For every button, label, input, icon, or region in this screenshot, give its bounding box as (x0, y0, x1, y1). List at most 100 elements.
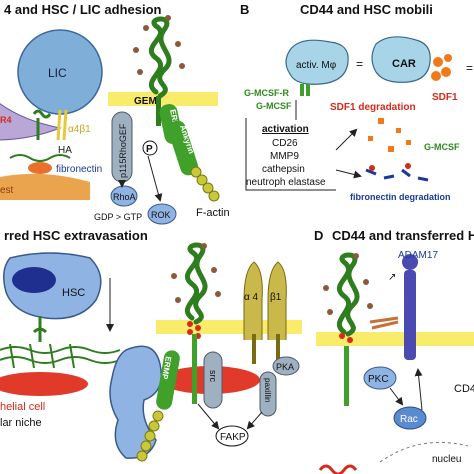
panel-b-letter: B (240, 2, 249, 17)
panel-c: rred HSC extravasation HSC helial cell l… (0, 228, 302, 462)
sdf1-degradation-label: SDF1 degradation (330, 102, 416, 113)
activation-bracket (245, 118, 336, 191)
endothelial-cell-left (0, 372, 88, 396)
rok-node (147, 203, 177, 225)
fak-node (215, 425, 249, 447)
fibronectin-blob (28, 162, 52, 174)
panel-c-title: rred HSC extravasation (4, 228, 148, 243)
panel-b-title: CD44 and HSC mobili (300, 2, 433, 17)
arrow-rac-adam17 (414, 368, 423, 411)
est-label: est (0, 185, 14, 196)
panel-d-letter: D (314, 228, 323, 243)
arrow-to-fibronectin-degr (335, 169, 362, 179)
alpha4-label: α 4 (244, 292, 259, 303)
src-protein (203, 351, 223, 409)
cd4-label: CD4 (454, 383, 474, 395)
cathepsin-label: cathepsin (262, 164, 305, 175)
ha-network (0, 343, 121, 369)
hsc-label: HSC (62, 287, 85, 299)
adam17-head (402, 254, 418, 270)
cd26-label: CD26 (272, 138, 298, 149)
mmp9-label: MMP9 (270, 151, 299, 162)
endothelial-label: helial cell (0, 401, 45, 413)
adam17-label: ADAM17 (398, 250, 438, 261)
block-symbol-2: = (466, 61, 473, 75)
arrow-p-rok (147, 155, 163, 202)
sdf1-label: SDF1 (432, 92, 458, 103)
nucleus-label: nucleu (432, 454, 461, 465)
cd44-ectodomain-c (184, 242, 208, 325)
panel-d-title: CD44 and transferred H (332, 228, 474, 243)
erm-protein-c (156, 350, 180, 410)
cd44-tm-a (156, 96, 161, 126)
sdf1-molecules (431, 54, 452, 81)
p-label: P (146, 144, 153, 155)
arrow-paxillin-fak (246, 411, 263, 430)
cd44-ectodomain-a (148, 16, 172, 99)
lipid-membrane-a (108, 92, 218, 106)
rok-label: ROK (151, 210, 171, 220)
alpha4-tail (252, 334, 256, 364)
cd44-tuft (32, 316, 48, 342)
erm-label-c: ERMP (160, 356, 173, 381)
gem-label: GEM (134, 96, 157, 107)
panel-a-title: 4 and HSC / LIC adhesion (4, 2, 162, 17)
rac-label: Rac (400, 414, 418, 425)
glycan-beads-a (133, 15, 185, 75)
macrophage-cell (285, 39, 349, 85)
alpha4-subunit (243, 261, 263, 340)
gmcsf-receptor (300, 84, 310, 96)
fak-label: FAKP (220, 432, 246, 443)
cleaved-fragment (369, 316, 399, 330)
rac-node (393, 406, 427, 430)
beta1-tail (276, 334, 280, 364)
arrow-to-sdf1-degr (335, 128, 358, 151)
pkc-label: PKC (368, 374, 389, 385)
alpha4beta1-label: α4β1 (68, 124, 91, 135)
fibronectin-label: fibronectin (56, 164, 102, 175)
gmcsf-right-label: G-MCSF (424, 142, 460, 152)
niche-label: lar niche (0, 417, 42, 429)
car-label: CAR (392, 58, 416, 70)
phospho-p (142, 140, 158, 156)
lic-label: LIC (48, 66, 67, 80)
lipid-membrane-d (316, 332, 474, 346)
pka-node (272, 356, 300, 376)
pka-label: PKA (276, 362, 294, 372)
gmcsf-label: G-MCSF (256, 101, 292, 111)
ha-label: HA (58, 145, 72, 156)
integrin-icon (56, 109, 68, 141)
arrow-pkc-rac (389, 387, 404, 406)
cd44-small-icon (32, 109, 52, 140)
hsc-nucleus (12, 267, 56, 293)
neutroph-elastase-label: neutroph elastase (246, 177, 326, 188)
rhogef-label: p115RhoGEF (118, 123, 128, 178)
beta1-subunit (267, 261, 287, 340)
fibronectin-fragments (365, 163, 429, 182)
cd44-tm-c (192, 334, 197, 404)
cd44-ectodomain-d (336, 252, 360, 337)
factin-label: F-actin (196, 207, 230, 219)
ha-strand (9, 154, 71, 162)
red-phospho-dots-d (339, 333, 353, 343)
paxillin-label: paxillin (263, 378, 272, 402)
gdp-gtp-label: GDP > GTP (94, 212, 142, 222)
factin-chain (190, 166, 220, 202)
sdf1-fragments (368, 118, 411, 152)
r4-label: R4 (0, 115, 12, 125)
arrow-cd44-fak (197, 403, 220, 430)
stroma-cell (0, 173, 90, 200)
adam17-protein (404, 270, 416, 360)
car-cell (371, 36, 431, 83)
block-symbol: = (356, 57, 363, 71)
cd44-tm-d (344, 346, 349, 406)
glycan-beads-c (171, 243, 221, 303)
extravasating-hsc (109, 345, 162, 459)
dna-icon (318, 464, 358, 474)
rhoa-label: RhoA (113, 192, 136, 202)
activation-label: activation (262, 124, 309, 135)
src-label: src (208, 370, 218, 382)
pkc-node (363, 366, 397, 390)
glycan-beads-d (323, 253, 373, 315)
adam17-arrow: ↗ (388, 272, 396, 283)
